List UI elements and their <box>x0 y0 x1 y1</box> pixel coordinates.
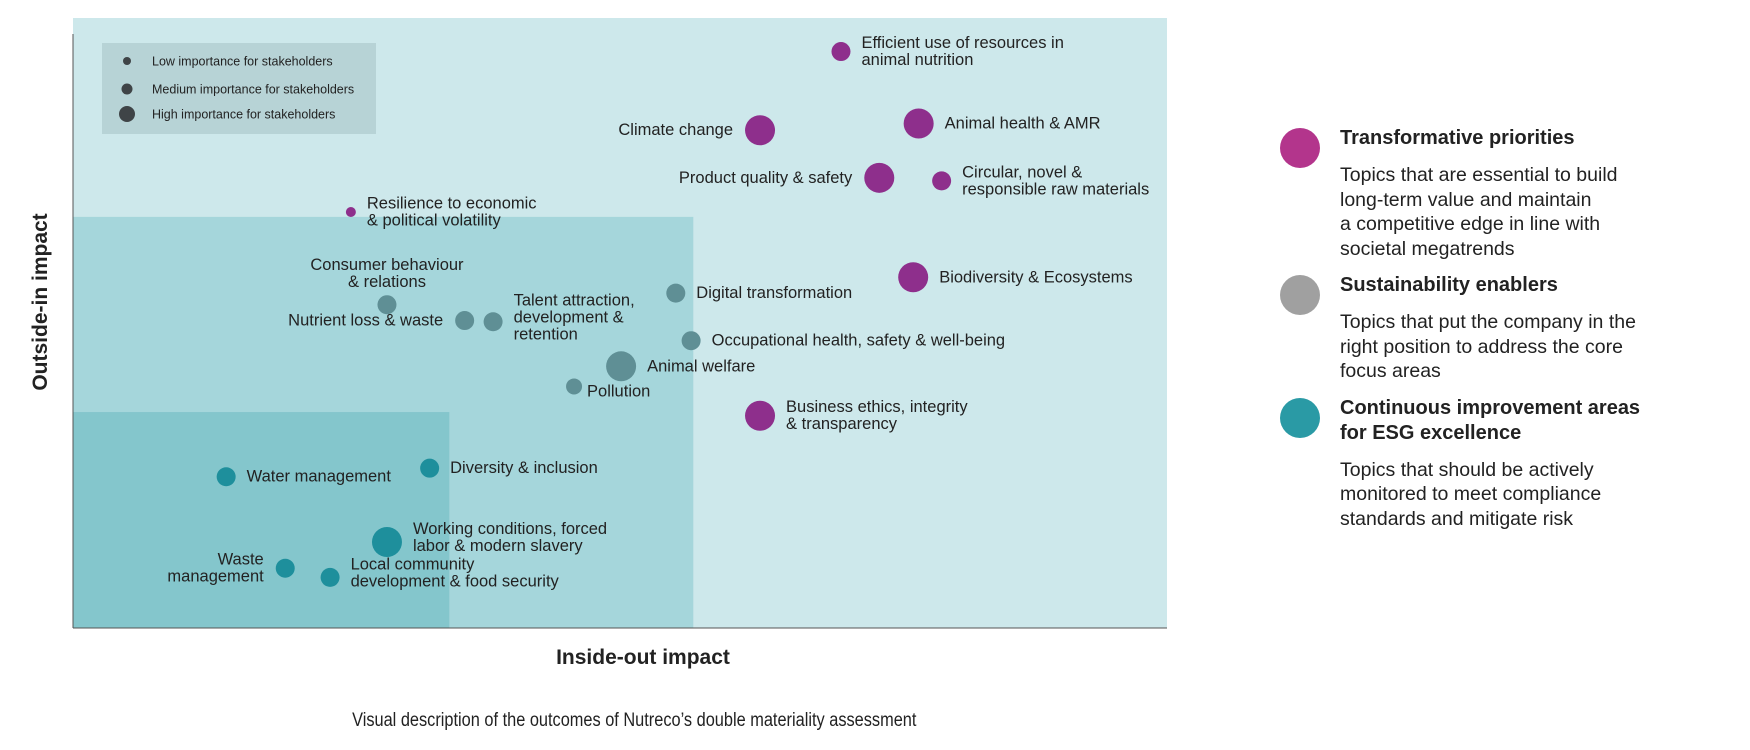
point-marker <box>903 108 934 139</box>
point-marker <box>666 283 686 303</box>
category-legend-transformative-description: Topics that are essential to build long-… <box>1340 164 1618 260</box>
continuous-improvement-zone <box>73 412 450 628</box>
point-marker <box>377 295 397 315</box>
point-marker <box>566 378 583 395</box>
category-legend-continuous-marker <box>1280 397 1320 438</box>
zones-layer <box>73 18 1167 629</box>
point-label: Climate change <box>618 121 733 139</box>
point-label: Nutrient loss & waste <box>288 312 443 330</box>
category-legend-enabler-description: Topics that put the company in the right… <box>1340 311 1636 382</box>
point-label: Circular, novel &responsible raw materia… <box>962 163 1149 198</box>
point-marker <box>681 331 701 351</box>
point-label: Pollution <box>587 382 650 400</box>
point-marker <box>898 262 929 293</box>
point-label: Business ethics, integrity& transparency <box>786 398 968 433</box>
category-legend-continuous: Continuous improvement areas for ESG exc… <box>1280 396 1740 532</box>
category-legend-transformative-marker <box>1280 128 1320 168</box>
point-label: Animal welfare <box>647 357 755 375</box>
point-marker <box>745 115 776 146</box>
size-legend-high-marker <box>119 106 135 122</box>
size-legend-medium-marker <box>121 83 133 95</box>
point-marker <box>371 526 402 557</box>
size-legend-low-marker <box>123 57 131 65</box>
y-axis-title: Outside-in impact <box>29 213 52 390</box>
point-marker <box>320 567 340 587</box>
point-marker <box>864 162 895 193</box>
category-legend-enabler-marker <box>1280 275 1320 315</box>
x-axis-title: Inside-out impact <box>556 646 730 669</box>
point-marker <box>420 458 440 478</box>
point-marker <box>745 400 776 431</box>
point-marker <box>216 467 236 487</box>
point-marker <box>606 351 637 382</box>
size-legend-medium-label: Medium importance for stakeholders <box>152 83 354 97</box>
point-label: Water management <box>247 468 392 486</box>
point-label: Digital transformation <box>696 284 852 302</box>
point-label: Product quality & safety <box>679 169 853 187</box>
axes <box>72 34 1167 629</box>
point-marker <box>345 206 356 217</box>
category-legend-transformative-title: Transformative priorities <box>1340 127 1575 149</box>
point-marker <box>455 311 475 331</box>
point-marker <box>275 558 295 578</box>
chart-caption: Visual description of the outcomes of Nu… <box>352 710 917 731</box>
point-label: Resilience to economic& political volati… <box>367 194 537 229</box>
size-legend-box <box>102 43 376 134</box>
category-legend-continuous-title: Continuous improvement areas for ESG exc… <box>1340 396 1641 444</box>
category-legend-continuous-description: Topics that should be actively monitored… <box>1340 458 1602 530</box>
point-marker <box>932 171 952 191</box>
size-legend-high-label: High importance for stakeholders <box>152 108 335 122</box>
category-legend-enabler-title: Sustainability enablers <box>1340 274 1558 296</box>
point-label: Occupational health, safety & well-being <box>712 332 1006 350</box>
point-label: Talent attraction,development &retention <box>514 291 635 343</box>
point-label: Diversity & inclusion <box>450 459 598 477</box>
size-legend-low-label: Low importance for stakeholders <box>152 55 333 69</box>
point-marker <box>483 312 503 332</box>
point-label: Biodiversity & Ecosystems <box>939 268 1132 286</box>
point-marker <box>831 42 851 62</box>
point-label: Consumer behaviour& relations <box>310 256 464 291</box>
point-label: Animal health & AMR <box>945 115 1101 133</box>
